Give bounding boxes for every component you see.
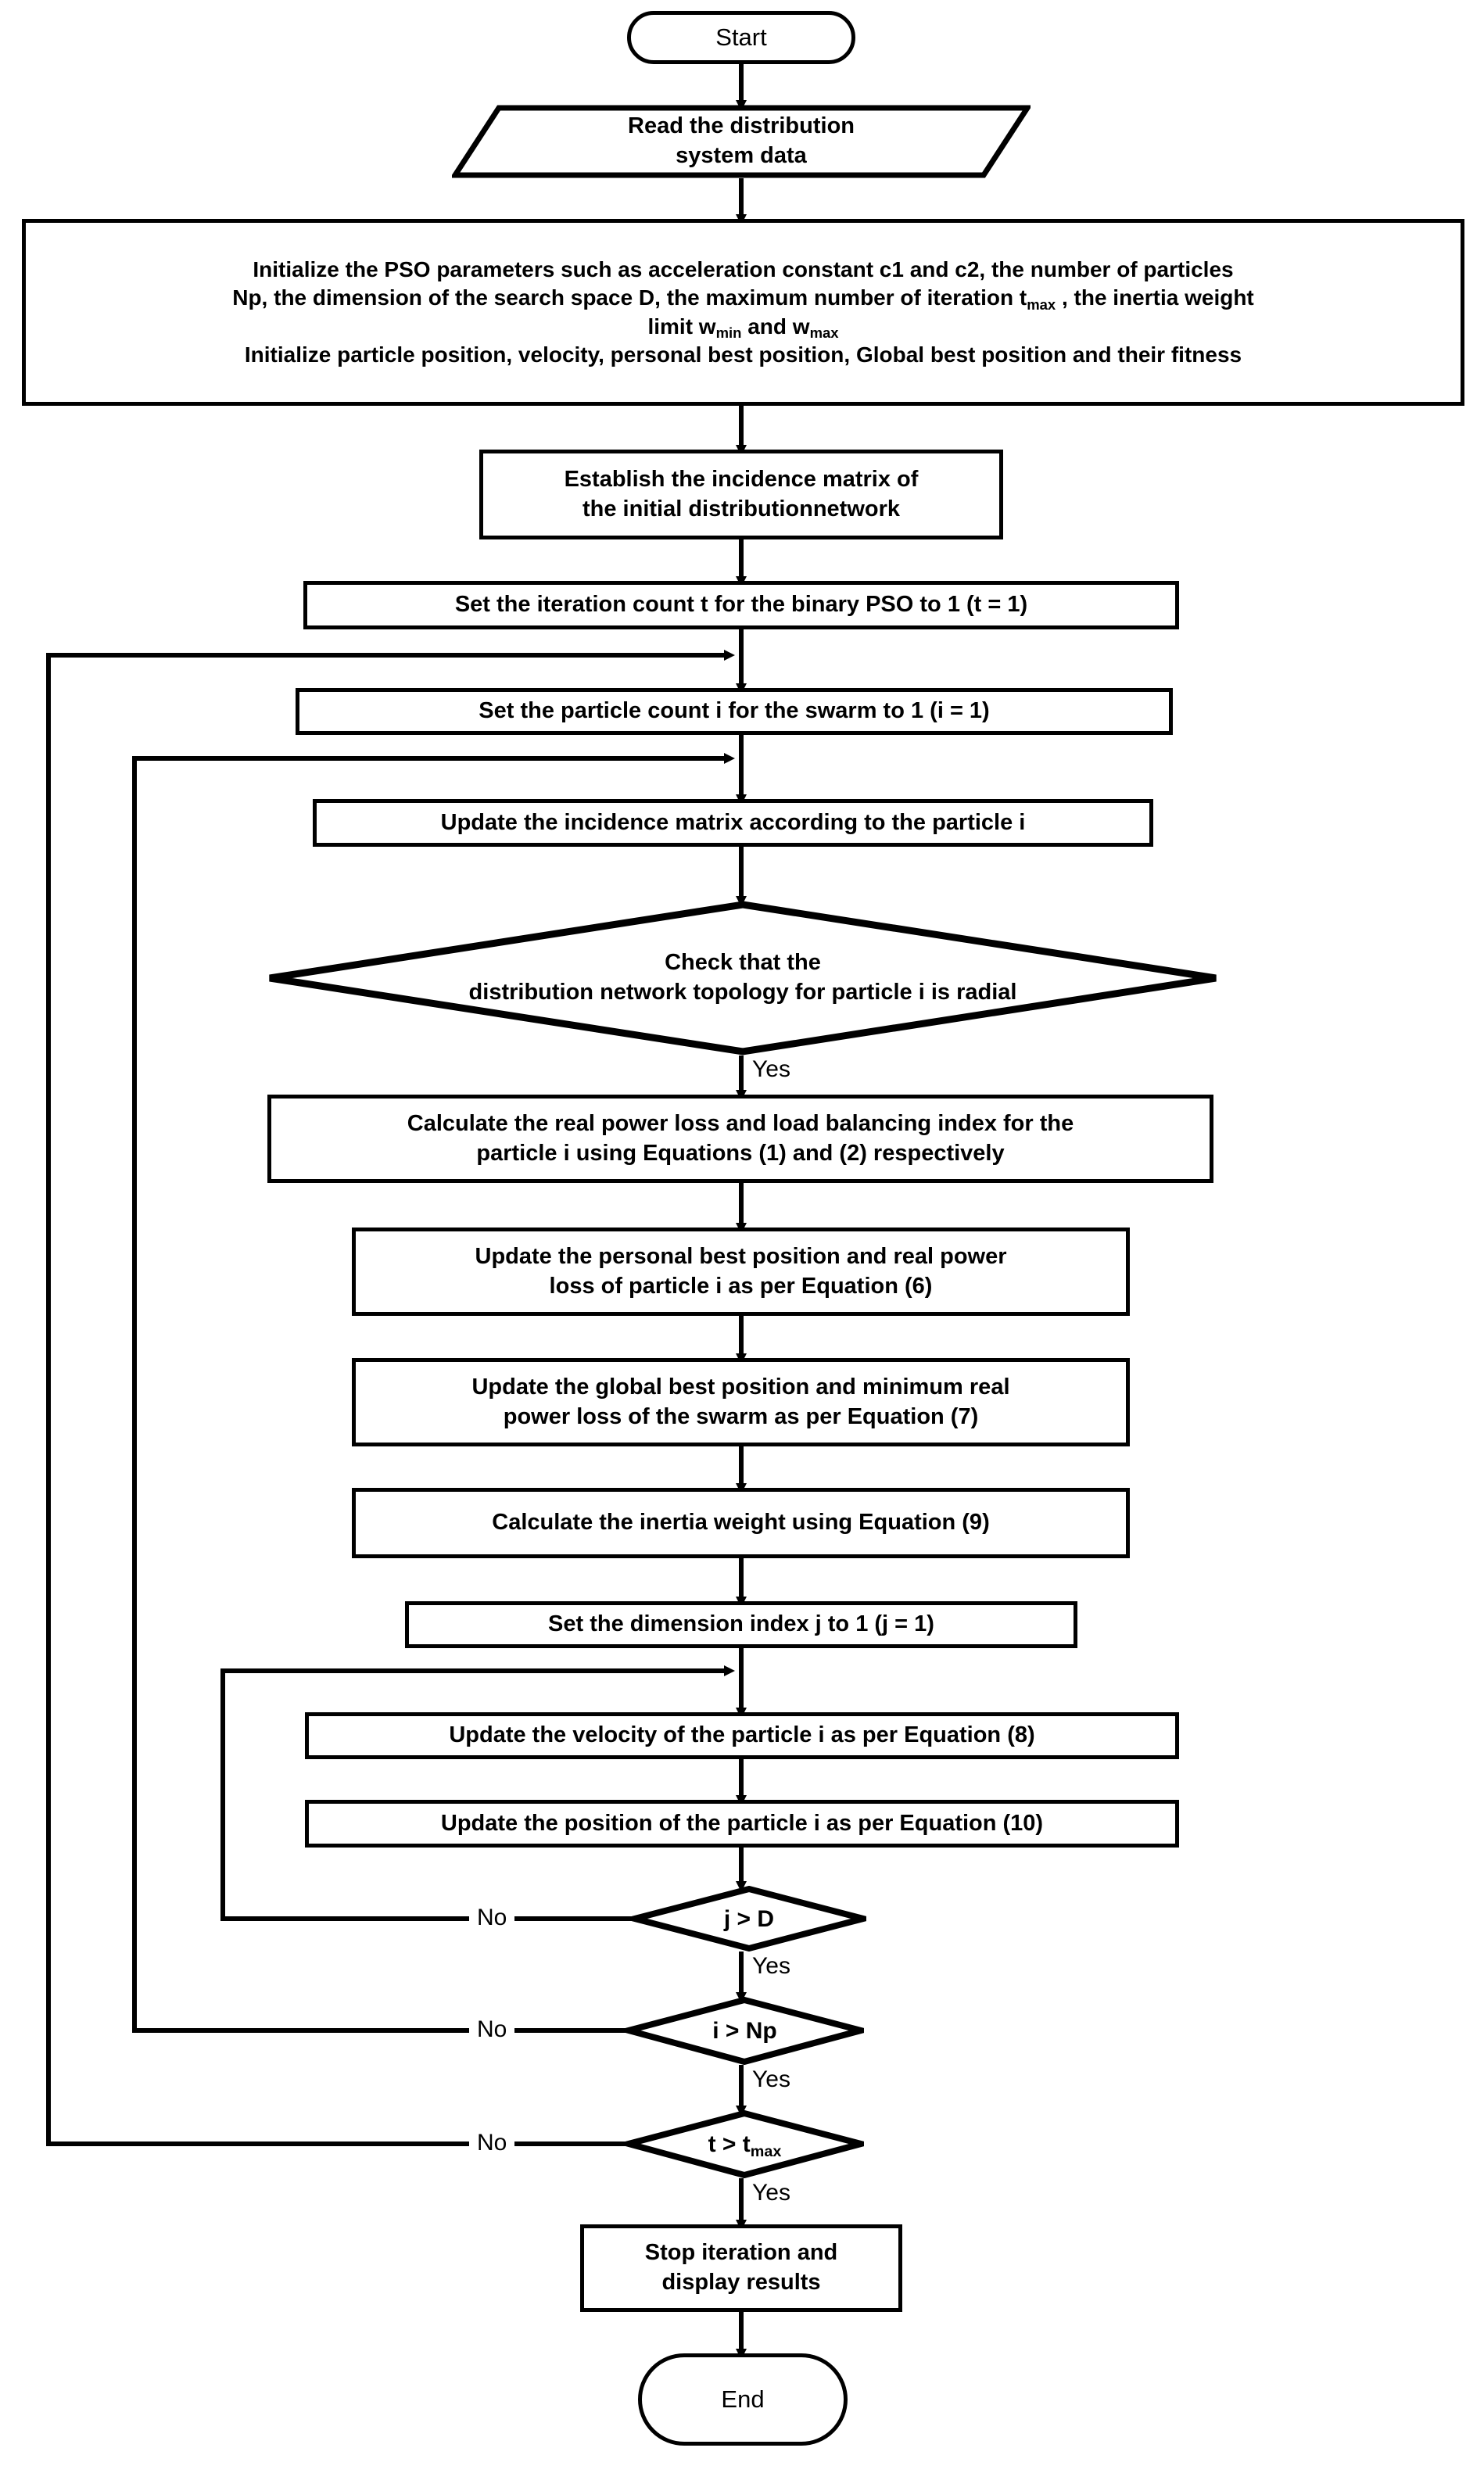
edge-label-j-yes: Yes	[752, 1955, 790, 1978]
node-update-global-best-label: Update the global best position and mini…	[356, 1373, 1126, 1432]
node-start-label: Start	[715, 23, 767, 51]
check-radial-line1: Check that the	[665, 950, 821, 976]
establish-matrix-line1: Establish the incidence matrix of	[564, 466, 919, 492]
node-read-data-label: Read the distribution system data	[452, 112, 1031, 170]
edge-label-i-yes: Yes	[752, 2068, 790, 2091]
update-pbest-line2: loss of particle i as per Equation (6)	[549, 1273, 933, 1299]
read-data-line2: system data	[676, 143, 807, 168]
check-radial-line2: distribution network topology for partic…	[468, 980, 1017, 1005]
node-initialize-label: Initialize the PSO parameters such as ac…	[38, 256, 1448, 370]
i-yes-text: Yes	[752, 2066, 790, 2092]
node-update-position-label: Update the position of the particle i as…	[440, 1810, 1044, 1836]
node-update-velocity-label: Update the velocity of the particle i as…	[449, 1722, 1035, 1748]
node-check-i-greater-np[interactable]: i > Np	[626, 1997, 864, 2065]
read-data-line1: Read the distribution	[628, 113, 855, 139]
node-end-label: End	[721, 2385, 765, 2413]
node-check-radial[interactable]: Check that the distribution network topo…	[266, 901, 1220, 1056]
node-set-iteration-count-label: Set the iteration count t for the binary…	[454, 592, 1028, 618]
node-establish-matrix-label: Establish the incidence matrix of the in…	[483, 465, 999, 524]
node-calculate-power-loss[interactable]: Calculate the real power loss and load b…	[267, 1095, 1213, 1183]
node-set-particle-count[interactable]: Set the particle count i for the swarm t…	[296, 688, 1173, 735]
node-check-i-greater-np-label: i > Np	[626, 2016, 864, 2046]
j-no-text: No	[477, 1905, 507, 1930]
update-pbest-line1: Update the personal best position and re…	[475, 1243, 1007, 1269]
edge-label-t-no: No	[469, 2130, 515, 2156]
node-stop-iteration-label: Stop iteration and display results	[584, 2238, 898, 2297]
initialize-line3-sub2: max	[809, 324, 839, 342]
edge-label-j-no: No	[469, 1905, 515, 1930]
node-check-t-greater-tmax-label: t > tmax	[626, 2129, 864, 2160]
initialize-line1: Initialize the PSO parameters such as ac…	[253, 256, 1234, 281]
establish-matrix-line2: the initial distributionnetwork	[582, 496, 900, 521]
node-set-iteration-count[interactable]: Set the iteration count t for the binary…	[303, 581, 1179, 629]
node-update-position[interactable]: Update the position of the particle i as…	[305, 1800, 1179, 1848]
initialize-line3-sub1: min	[715, 324, 742, 342]
stop-line2: display results	[661, 2270, 821, 2295]
node-update-global-best[interactable]: Update the global best position and mini…	[352, 1358, 1130, 1446]
initialize-line2: Np, the dimension of the search space D,…	[38, 284, 1448, 313]
initialize-line4: Initialize particle position, velocity, …	[244, 342, 1242, 367]
calc-loss-line1: Calculate the real power loss and load b…	[407, 1110, 1074, 1136]
diamond-shape	[626, 1997, 864, 2065]
node-set-dimension-index-label: Set the dimension index j to 1 (j = 1)	[548, 1611, 934, 1637]
node-update-personal-best[interactable]: Update the personal best position and re…	[352, 1228, 1130, 1316]
node-update-personal-best-label: Update the personal best position and re…	[356, 1242, 1126, 1301]
initialize-line2-a: Np, the dimension of the search space D,…	[232, 285, 1027, 310]
node-start[interactable]: Start	[627, 11, 855, 64]
node-stop-iteration[interactable]: Stop iteration and display results	[580, 2224, 902, 2312]
node-set-particle-count-label: Set the particle count i for the swarm t…	[479, 698, 990, 724]
node-end[interactable]: End	[638, 2353, 848, 2446]
node-check-j-greater-d-label: j > D	[632, 1904, 866, 1934]
stop-line1: Stop iteration and	[644, 2240, 838, 2266]
diamond-shape	[266, 901, 1220, 1056]
check-i-text: i > Np	[712, 2018, 777, 2044]
j-yes-text: Yes	[752, 1953, 790, 1979]
node-check-radial-label: Check that the distribution network topo…	[266, 948, 1220, 1007]
check-t-text-a: t > t	[708, 2131, 751, 2157]
node-calculate-inertia-weight-label: Calculate the inertia weight using Equat…	[492, 1510, 990, 1536]
edge-label-radial-yes: Yes	[752, 1058, 790, 1081]
edge-label-i-no: No	[469, 2016, 515, 2042]
node-initialize[interactable]: Initialize the PSO parameters such as ac…	[22, 219, 1464, 406]
node-calculate-power-loss-label: Calculate the real power loss and load b…	[271, 1109, 1210, 1168]
update-gbest-line2: power loss of the swarm as per Equation …	[503, 1403, 979, 1429]
initialize-line2-sub: max	[1027, 296, 1056, 313]
check-t-text-sub: max	[750, 2142, 782, 2160]
node-establish-matrix[interactable]: Establish the incidence matrix of the in…	[479, 450, 1003, 539]
i-no-text: No	[477, 2016, 507, 2042]
node-update-incidence-matrix-label: Update the incidence matrix according to…	[440, 809, 1026, 835]
diamond-shape	[632, 1886, 866, 1952]
node-update-velocity[interactable]: Update the velocity of the particle i as…	[305, 1712, 1179, 1759]
initialize-line3: limit wmin and wmax	[38, 313, 1448, 342]
t-no-text: No	[477, 2130, 507, 2156]
node-check-j-greater-d[interactable]: j > D	[632, 1886, 866, 1952]
node-set-dimension-index[interactable]: Set the dimension index j to 1 (j = 1)	[405, 1601, 1077, 1648]
edge-label-t-yes: Yes	[752, 2181, 790, 2205]
node-read-data[interactable]: Read the distribution system data	[452, 105, 1031, 178]
update-gbest-line1: Update the global best position and mini…	[471, 1374, 1010, 1400]
radial-yes-text: Yes	[752, 1056, 790, 1082]
initialize-line3-b: and w	[741, 314, 810, 339]
check-j-text: j > D	[723, 1905, 775, 1932]
node-calculate-inertia-weight[interactable]: Calculate the inertia weight using Equat…	[352, 1488, 1130, 1558]
initialize-line3-a: limit w	[647, 314, 716, 339]
t-yes-text: Yes	[752, 2180, 790, 2206]
calc-loss-line2: particle i using Equations (1) and (2) r…	[476, 1140, 1005, 1166]
initialize-line2-b: , the inertia weight	[1056, 285, 1254, 310]
parallelogram-shape	[452, 105, 1031, 178]
node-update-incidence-matrix[interactable]: Update the incidence matrix according to…	[313, 799, 1153, 847]
diamond-shape	[626, 2110, 864, 2178]
node-check-t-greater-tmax[interactable]: t > tmax	[626, 2110, 864, 2178]
